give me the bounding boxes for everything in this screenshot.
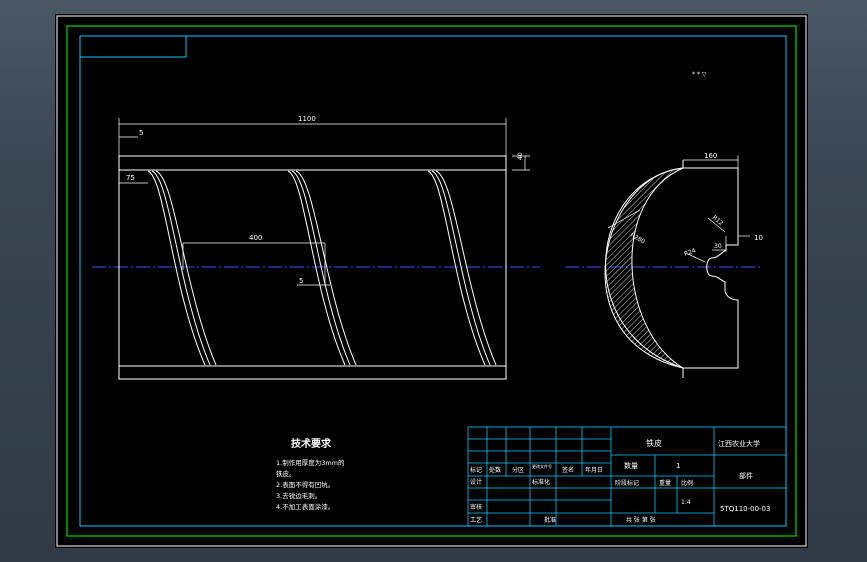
dim-slot-offset: 10 <box>754 234 763 242</box>
tb-weight: 重量 <box>659 479 671 487</box>
inner-frame <box>79 35 787 527</box>
dim-blade-gap: 5 <box>299 277 303 285</box>
front-dimensions <box>118 118 530 286</box>
bottom-flange <box>118 365 507 380</box>
tb-approve: 批准 <box>544 516 556 524</box>
corner-code-box <box>79 35 187 58</box>
top-flange <box>118 155 507 171</box>
part-name: 铁皮 <box>646 438 662 448</box>
tb-signature: 签名 <box>562 466 574 474</box>
tb-scale: 比例 <box>681 479 693 487</box>
tb-date: 年月日 <box>585 466 603 474</box>
tb-stage-mark: 阶段标记 <box>615 479 639 487</box>
tb-review: 审核 <box>470 503 482 511</box>
tb-marker: 标记 <box>470 466 482 474</box>
notes-line: 铁皮。 <box>276 469 296 478</box>
roughness-note: * * ▽ <box>692 71 707 78</box>
front-view <box>118 155 507 380</box>
dim-flange-height: 40 <box>517 152 524 160</box>
title-block <box>467 426 787 527</box>
side-dimensions <box>607 155 750 263</box>
notes-line: 1.制作用厚度为3mm的 <box>276 458 345 467</box>
dim-side-width: 160 <box>704 152 717 160</box>
technical-notes: 技术要求 1.制作用厚度为3mm的 铁皮。 2.表面不得有凹坑。 3.去锐边毛刺… <box>276 437 345 511</box>
school-name: 江西农业大学 <box>718 439 760 448</box>
tb-standardize: 标准化 <box>532 478 550 486</box>
notes-title: 技术要求 <box>291 437 332 450</box>
outer-arc <box>605 167 684 369</box>
tb-zone: 分区 <box>512 466 524 474</box>
tb-sheet-info: 共 张 第 张 <box>626 516 656 524</box>
dim-blade-offset: 75 <box>126 174 135 182</box>
dim-slot-radius: R24 <box>683 247 697 258</box>
dim-slot-width: 30 <box>714 243 722 250</box>
notes-line: 4.不加工表面涂漆。 <box>276 502 334 511</box>
tb-design: 设计 <box>470 478 482 486</box>
notes-line: 2.表面不得有凹坑。 <box>276 480 334 489</box>
tb-quantity-label: 数量 <box>624 461 638 470</box>
dim-left-gap: 5 <box>139 129 143 137</box>
dim-total-length: 1100 <box>298 115 316 123</box>
hatched-section <box>604 167 684 369</box>
drawing-sheet <box>55 14 808 548</box>
helix-blade-3 <box>427 170 497 366</box>
outer-frame <box>66 25 797 537</box>
helix-blade-2 <box>287 170 357 366</box>
dim-pitch: 400 <box>249 234 262 242</box>
tb-count: 处数 <box>489 466 501 474</box>
tb-quantity-value: 1 <box>676 462 680 470</box>
tb-process: 工艺 <box>470 516 482 524</box>
tb-change-doc: 更改文件号 <box>532 463 552 469</box>
helix-blade-1 <box>147 170 217 366</box>
notes-line: 3.去锐边毛刺。 <box>276 491 321 500</box>
tb-drawing-number: 5TQ110-00-03 <box>720 505 770 513</box>
tb-drawing-category: 部件 <box>739 471 753 480</box>
tb-scale-value: 1:4 <box>681 499 691 506</box>
sheet-border <box>56 15 807 547</box>
